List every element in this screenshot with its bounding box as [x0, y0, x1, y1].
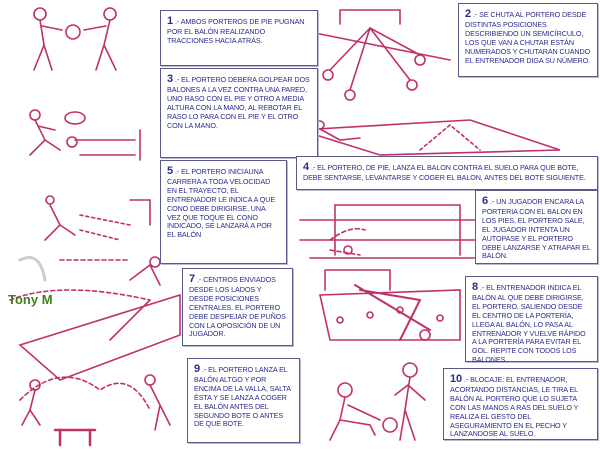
illustration-9-hurdle-jump [19, 374, 171, 447]
exercise-number: 8 [472, 281, 479, 293]
exercise-card-2: 2.- Se chuta al portero desde distintas … [458, 3, 598, 77]
illustration-3-wall-kick [29, 109, 141, 161]
exercise-description: .- El entrenador indica el balón al que … [472, 283, 586, 364]
exercise-description: .- Se chuta al portero desde distintas p… [465, 10, 591, 65]
exercise-description: .- Centros enviados desde los lados y de… [189, 275, 286, 339]
watermark-logo: Tony M [8, 292, 53, 307]
exercise-card-4: 4.- El portero, de pie, lanza el balon c… [296, 156, 598, 190]
illustration-10-blocking [329, 362, 426, 441]
exercise-description: .- Blocaje: el entrenador, acortando dis… [450, 375, 579, 439]
exercise-number: 3 [167, 73, 174, 85]
exercise-description: .- El portero, de pie, lanza el balon co… [303, 163, 586, 183]
exercise-card-6: 6.- Un jugador encara la porteria con el… [475, 190, 598, 264]
illustration-4-bounce [299, 119, 561, 156]
exercise-number: 9 [194, 363, 201, 375]
exercise-card-1: 1.- Ambos porteros de pie pugnan por el … [160, 10, 318, 66]
exercise-description: .- El portero debera golpear dos balones… [167, 75, 310, 130]
exercise-description: .- Un jugador encara la porteria con el … [482, 197, 591, 261]
exercise-number: 5 [167, 165, 174, 177]
illustration-2-semicircle-shots [299, 9, 451, 101]
exercise-number: 6 [482, 195, 489, 207]
illustration-1-two-keepers [33, 7, 117, 71]
exercise-card-8: 8.- El entrenador indica el balón al que… [465, 276, 598, 364]
exercise-description: .- Ambos porteros de pie pugnan por el b… [167, 17, 305, 46]
exercise-card-10: 10.- Blocaje: el entrenador, acortando d… [443, 368, 598, 440]
exercise-description: .- El portero iniciauna carrera a toda v… [167, 167, 276, 240]
exercise-card-5: 5.- El portero iniciauna carrera a toda … [160, 160, 287, 264]
illustration-5-cones-run [18, 195, 151, 282]
exercise-number: 4 [303, 161, 310, 173]
exercise-card-9: 9.- El portero lanza el balón altgo y po… [187, 358, 300, 443]
illustration-6-one-on-one [299, 204, 476, 259]
exercise-number: 1 [167, 15, 174, 27]
illustration-8-balls-to-coach [319, 269, 461, 341]
exercise-number: 10 [450, 373, 463, 385]
exercise-description: .- El portero lanza el balón altgo y por… [194, 365, 291, 429]
illustration-7-crosses [9, 256, 181, 381]
exercise-card-7: 7.- Centros enviados desde los lados y d… [182, 268, 293, 346]
exercise-card-3: 3.- El portero debera golpear dos balone… [160, 68, 318, 158]
exercise-number: 2 [465, 8, 472, 20]
exercise-number: 7 [189, 273, 196, 285]
